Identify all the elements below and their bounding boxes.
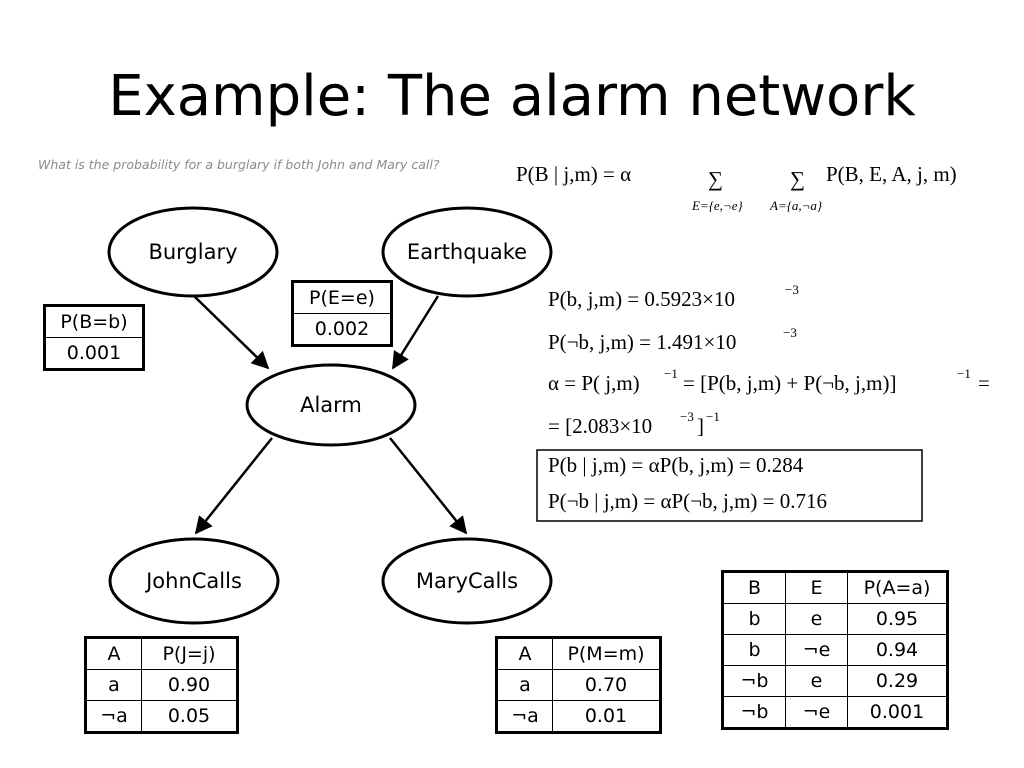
table-cell: 0.70 xyxy=(552,669,661,701)
node-alarm xyxy=(245,363,417,447)
result-burglary: P(b | j,m) = αP(b, j,m) = 0.284 xyxy=(548,453,804,477)
equation-alpha-value-close: ] xyxy=(697,414,704,438)
cpt-earthquake-header: P(E=e) xyxy=(292,281,392,314)
cpt-alarm: B E P(A=a) b e 0.95 b ¬e 0.94 ¬b e 0.29 … xyxy=(721,570,949,730)
table-cell: ¬e xyxy=(785,696,848,729)
node-alarm-label: Alarm xyxy=(300,393,362,417)
equation-alpha-value: = [2.083×10 xyxy=(548,414,652,438)
edge-burglary-alarm xyxy=(193,295,270,370)
result-no-burglary: P(¬b | j,m) = αP(¬b, j,m) = 0.716 xyxy=(548,489,827,513)
slide-title: Example: The alarm network xyxy=(108,64,916,129)
table-cell: ¬a xyxy=(85,700,142,733)
cpt-burglary-header: P(B=b) xyxy=(44,305,144,338)
table-row: ¬a 0.01 xyxy=(496,700,661,733)
equation-alpha-value-exponent: −3 xyxy=(680,409,694,424)
node-earthquake xyxy=(381,206,553,298)
cpt-burglary-value: 0.001 xyxy=(44,337,144,370)
equation-alpha-lhs: α = P( j,m) xyxy=(548,371,640,395)
edge-alarm-john xyxy=(194,437,273,535)
table-cell: 0.05 xyxy=(141,700,238,733)
result-box xyxy=(536,449,923,522)
table-row: ¬b e 0.29 xyxy=(722,665,948,697)
node-marycalls xyxy=(381,537,553,625)
table-cell: 0.01 xyxy=(552,700,661,733)
table-header: B xyxy=(722,571,786,604)
table-cell: ¬e xyxy=(785,634,848,666)
table-cell: b xyxy=(722,603,786,635)
equation-joint-not-b: P(¬b, j,m) = 1.491×10 xyxy=(548,330,736,354)
equation-alpha-equals: = xyxy=(978,371,990,395)
equation-alpha-lhs-exponent: −1 xyxy=(664,366,678,381)
query-equation-rhs: P(B, E, A, j, m) xyxy=(826,162,957,186)
table-header: P(M=m) xyxy=(552,637,661,670)
cpt-burglary: P(B=b) 0.001 xyxy=(43,304,145,371)
node-burglary-label: Burglary xyxy=(148,240,237,264)
table-cell: e xyxy=(785,665,848,697)
table-row: b e 0.95 xyxy=(722,603,948,635)
table-row: ¬a 0.05 xyxy=(85,700,238,733)
sum-index-a: A={a,¬a} xyxy=(769,198,823,213)
equation-alpha-value-exponent-outer: −1 xyxy=(706,409,720,424)
table-cell: 0.94 xyxy=(847,634,948,666)
table-row: a 0.70 xyxy=(496,669,661,701)
equation-joint-not-b-exponent: −3 xyxy=(783,325,797,340)
sum-symbol-e: ∑ xyxy=(708,167,723,191)
question-text: What is the probability for a burglary i… xyxy=(38,157,440,172)
node-earthquake-label: Earthquake xyxy=(407,240,527,264)
table-header: P(J=j) xyxy=(141,637,238,670)
equation-joint-b-exponent: −3 xyxy=(785,282,799,297)
query-equation-lhs: P(B | j,m) = α xyxy=(516,162,631,186)
sum-symbol-a: ∑ xyxy=(790,167,805,191)
equation-alpha-rhs: = [P(b, j,m) + P(¬b, j,m)] xyxy=(683,371,896,395)
table-cell: 0.29 xyxy=(847,665,948,697)
table-cell: ¬b xyxy=(722,696,786,729)
table-cell: a xyxy=(85,669,142,701)
table-header: A xyxy=(85,637,142,670)
table-cell: 0.001 xyxy=(847,696,948,729)
node-burglary xyxy=(107,206,279,298)
table-cell: b xyxy=(722,634,786,666)
equation-alpha-rhs-exponent: −1 xyxy=(957,366,971,381)
table-header: E xyxy=(785,571,848,604)
cpt-johncalls: A P(J=j) a 0.90 ¬a 0.05 xyxy=(84,636,239,734)
table-cell: 0.95 xyxy=(847,603,948,635)
table-cell: ¬b xyxy=(722,665,786,697)
edge-alarm-mary xyxy=(389,437,468,535)
node-marycalls-label: MaryCalls xyxy=(416,569,518,593)
equation-joint-b: P(b, j,m) = 0.5923×10 xyxy=(548,287,735,311)
cpt-earthquake-value: 0.002 xyxy=(292,313,392,346)
table-cell: 0.90 xyxy=(141,669,238,701)
table-cell: ¬a xyxy=(496,700,553,733)
table-row: a 0.90 xyxy=(85,669,238,701)
cpt-marycalls: A P(M=m) a 0.70 ¬a 0.01 xyxy=(495,636,662,734)
table-cell: a xyxy=(496,669,553,701)
table-row: ¬b ¬e 0.001 xyxy=(722,696,948,729)
table-header: P(A=a) xyxy=(847,571,948,604)
sum-index-e: E={e,¬e} xyxy=(691,198,743,213)
table-header: A xyxy=(496,637,553,670)
node-johncalls xyxy=(108,537,280,625)
node-johncalls-label: JohnCalls xyxy=(144,569,242,593)
table-row: b ¬e 0.94 xyxy=(722,634,948,666)
table-cell: e xyxy=(785,603,848,635)
edge-earthquake-alarm xyxy=(391,295,440,370)
cpt-earthquake: P(E=e) 0.002 xyxy=(291,280,393,347)
